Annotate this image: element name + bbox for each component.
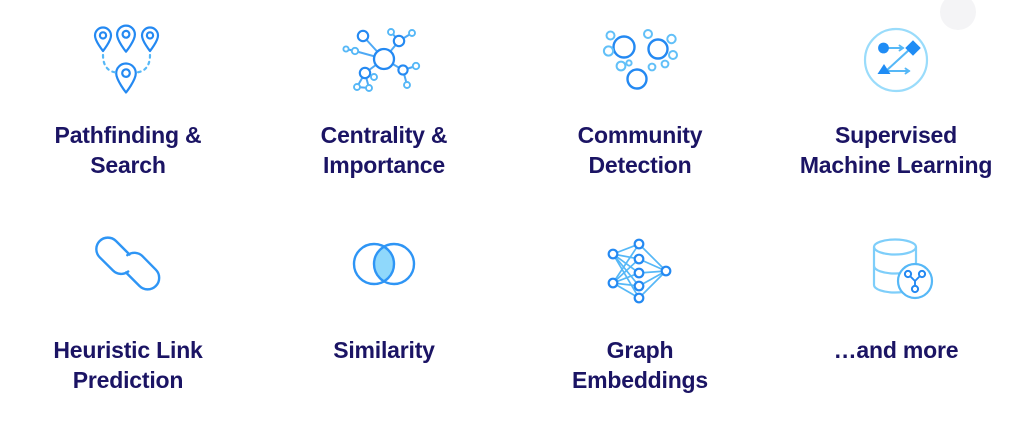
feature-label: Community Detection — [577, 122, 703, 179]
chain-link-icon — [0, 211, 256, 319]
feature-label: …and more — [833, 337, 959, 363]
shapes-in-circle-icon — [768, 0, 1024, 108]
database-graph-icon — [768, 211, 1024, 319]
map-pins-path-icon — [0, 0, 256, 108]
neural-network-icon — [512, 211, 768, 319]
feature-label: Supervised Machine Learning — [799, 122, 993, 179]
feature-card-graph-embeddings[interactable]: Graph Embeddings — [512, 211, 768, 422]
feature-card-pathfinding-search[interactable]: Pathfinding & Search — [0, 0, 256, 211]
feature-label: Pathfinding & Search — [54, 122, 202, 179]
venn-diagram-icon — [256, 211, 512, 319]
feature-card-centrality-importance[interactable]: Centrality & Importance — [256, 0, 512, 211]
feature-card-community-detection[interactable]: Community Detection — [512, 0, 768, 211]
feature-label: Heuristic Link Prediction — [53, 337, 203, 394]
circle-clusters-icon — [512, 0, 768, 108]
feature-card-and-more[interactable]: …and more — [768, 211, 1024, 422]
feature-label: Similarity — [333, 337, 435, 363]
feature-card-supervised-machine-learning[interactable]: Supervised Machine Learning — [768, 0, 1024, 211]
feature-label: Graph Embeddings — [571, 337, 708, 394]
feature-label: Centrality & Importance — [320, 122, 448, 179]
hub-network-icon — [256, 0, 512, 108]
feature-card-heuristic-link-prediction[interactable]: Heuristic Link Prediction — [0, 211, 256, 422]
feature-card-similarity[interactable]: Similarity — [256, 211, 512, 422]
